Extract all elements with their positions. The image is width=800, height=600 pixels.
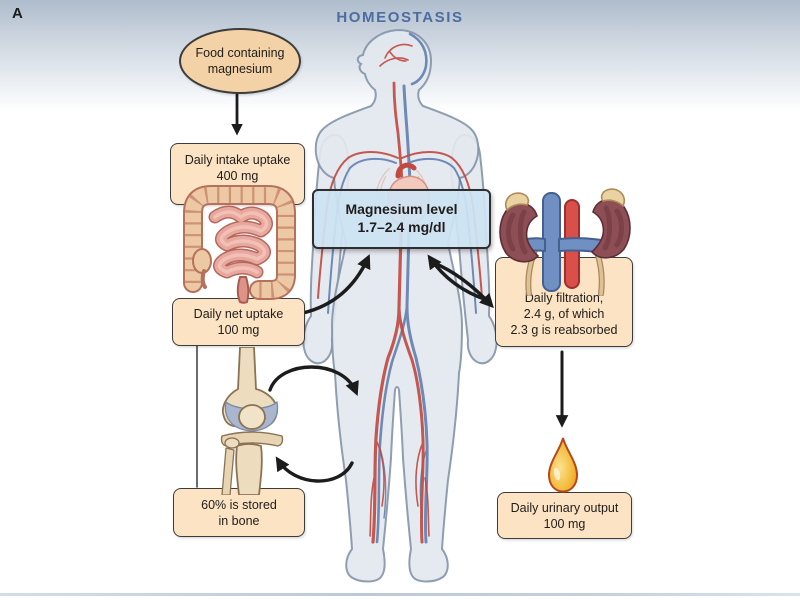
panel-label: A [12,5,23,22]
tibia [235,443,263,495]
filtration-line3: 2.3 g is reabsorbed [510,323,618,337]
mglevel-line1: Magnesium level [345,201,458,218]
food-line1: Food containing [195,46,285,60]
daily-net-uptake-box: Daily net uptake 100 mg [172,298,305,346]
filtration-line1: Daily filtration, [524,291,604,305]
food-line2: magnesium [207,62,273,76]
figure-title: HOMEOSTASIS [336,9,464,26]
bone-illustration [220,347,284,495]
left-adrenal [505,192,530,212]
intake-line1: Daily intake uptake [184,153,291,167]
urine-drop-icon [547,437,579,493]
mglevel-line2: 1.7–2.4 mg/dl [357,219,446,235]
human-body-illustration [302,28,498,583]
patella [238,404,266,430]
bone-line2: in bone [218,513,260,528]
bone-line1: 60% is stored [201,497,277,512]
bone-storage-box: 60% is stored in bone [173,488,305,537]
body-silhouette [314,28,480,583]
intestines-illustration [183,185,296,304]
urinary-line1: Daily urinary output [510,500,619,515]
urinary-line2: 100 mg [543,516,586,531]
kidneys-illustration [499,188,631,296]
filtration-line2: 2.4 g, of which [523,307,605,321]
netuptake-line1: Daily net uptake [193,307,284,321]
fibula [221,447,235,495]
urinary-output-box: Daily urinary output 100 mg [497,492,632,539]
magnesium-level-box: Magnesium level 1.7–2.4 mg/dl [312,189,491,249]
intake-line2: 400 mg [216,169,259,183]
netuptake-line2: 100 mg [217,323,260,337]
food-source-ellipse: Food containing magnesium [179,28,301,94]
right-adrenal [600,188,625,208]
bottom-rule [0,593,800,596]
